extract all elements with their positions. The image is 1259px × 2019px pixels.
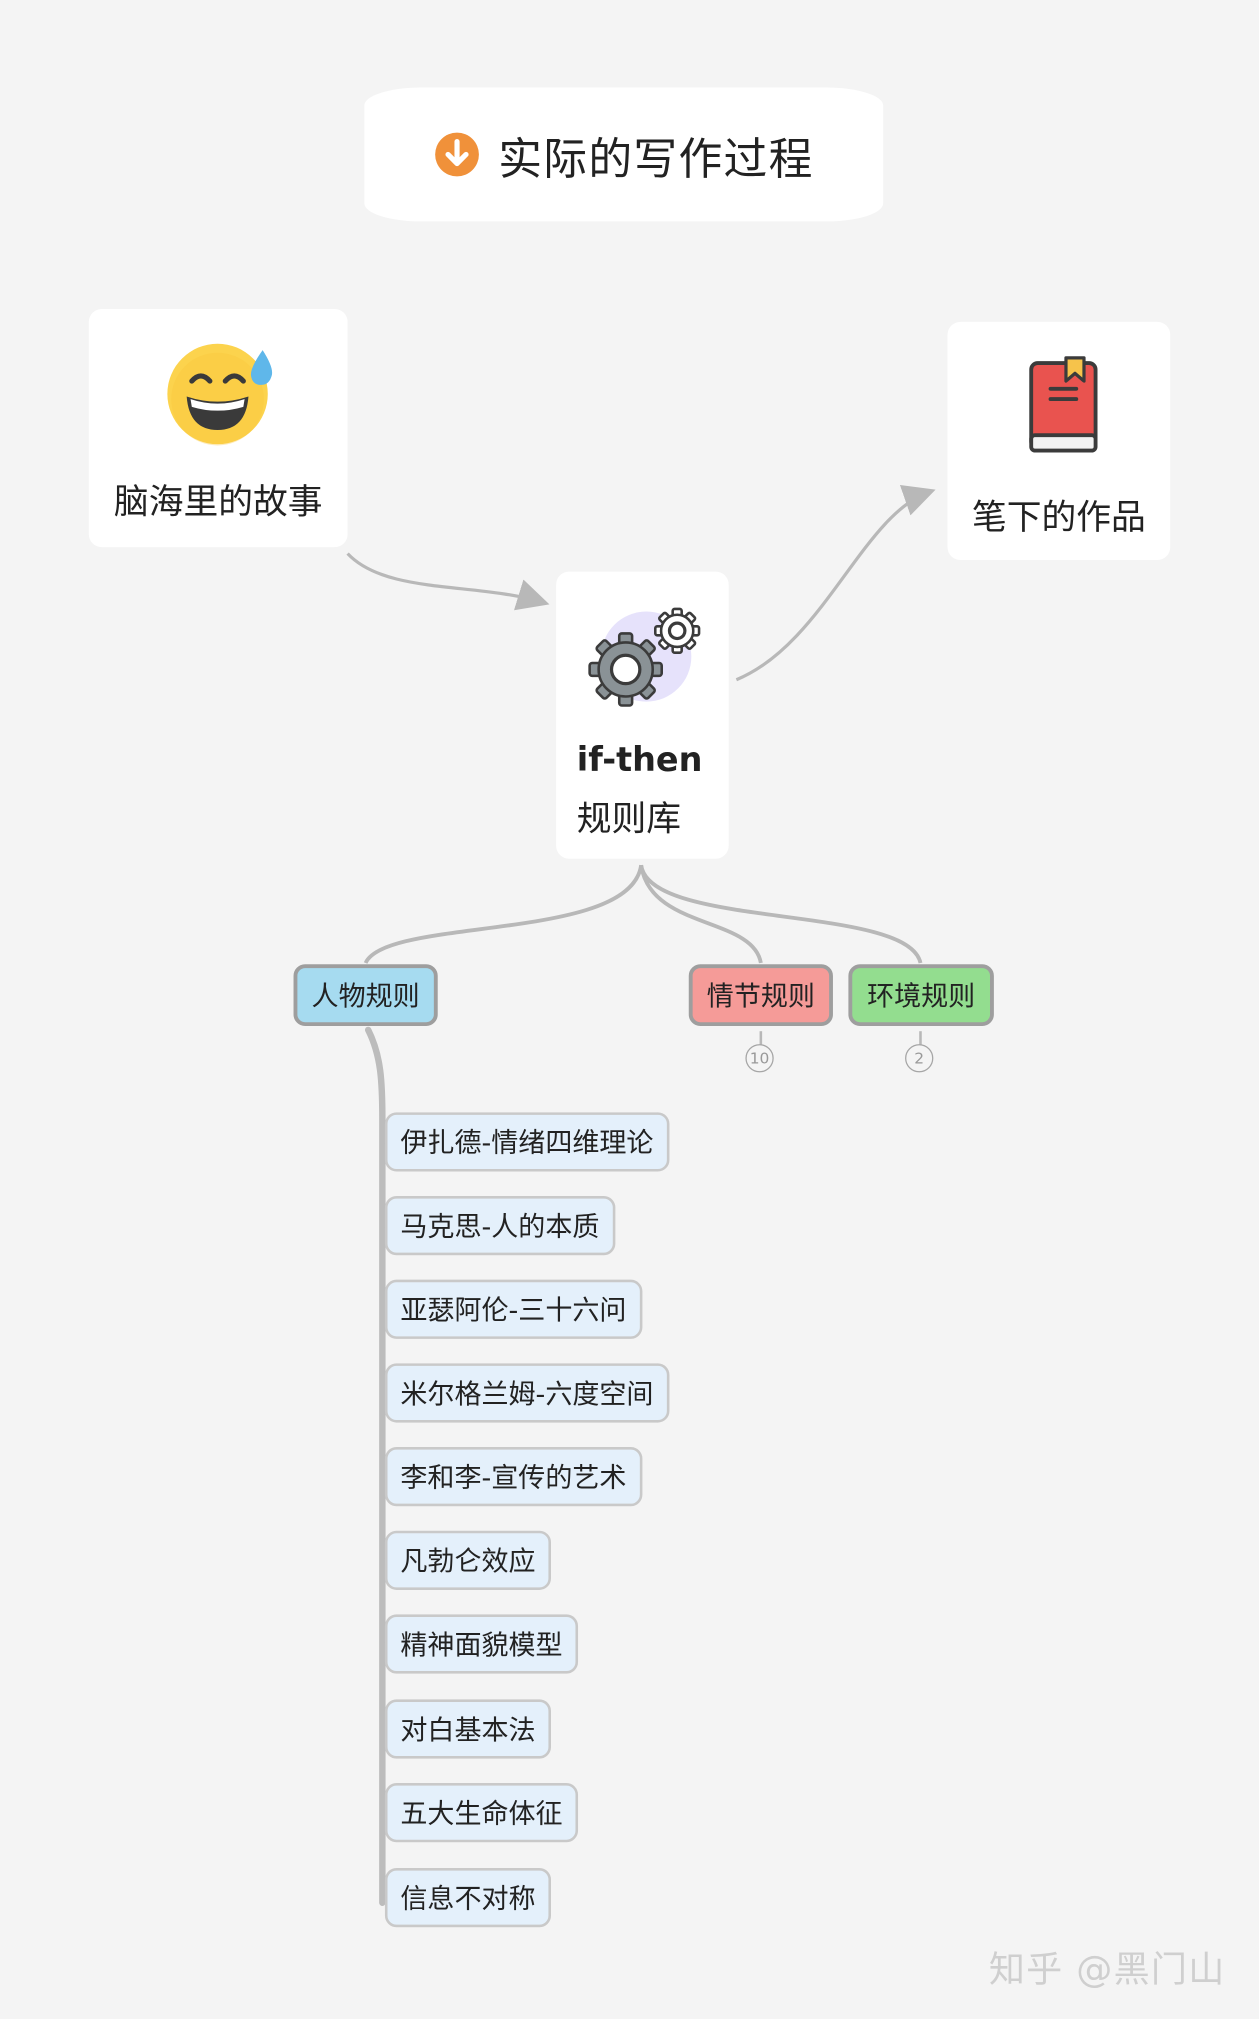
orange-down-arrow-icon xyxy=(435,132,479,177)
work-node[interactable]: 笔下的作品 xyxy=(947,321,1171,561)
branch-character xyxy=(363,864,644,964)
category-character-rules[interactable]: 人物规则 xyxy=(293,964,438,1027)
plot-collapsed-count-badge[interactable]: 10 xyxy=(745,1044,774,1073)
work-label: 笔下的作品 xyxy=(971,498,1146,539)
category-environment-rules[interactable]: 环境规则 xyxy=(848,964,994,1027)
character-rule-item[interactable]: 李和李-宣传的艺术 xyxy=(384,1447,642,1507)
character-rule-item[interactable]: 对白基本法 xyxy=(384,1699,552,1759)
character-rule-item[interactable]: 米尔格兰姆-六度空间 xyxy=(384,1363,669,1423)
character-rule-item[interactable]: 亚瑟阿伦-三十六问 xyxy=(384,1279,642,1339)
arrow-story-to-rules xyxy=(346,552,550,611)
watermark: 知乎 @黑门山 xyxy=(988,1947,1226,1991)
grinning-sweat-emoji-icon xyxy=(167,343,273,446)
story-label: 脑海里的故事 xyxy=(113,482,323,523)
branch-plot xyxy=(639,864,763,964)
story-node[interactable]: 脑海里的故事 xyxy=(88,308,348,548)
character-rule-item[interactable]: 伊扎德-情绪四维理论 xyxy=(384,1112,669,1172)
character-rule-item[interactable]: 马克思-人的本质 xyxy=(384,1195,615,1256)
character-rule-item[interactable]: 精神面貌模型 xyxy=(384,1614,579,1674)
arrow-rules-to-work xyxy=(735,485,936,682)
env-collapsed-count-badge[interactable]: 2 xyxy=(905,1044,934,1073)
character-rule-item[interactable]: 信息不对称 xyxy=(384,1868,552,1928)
title-box[interactable]: 实际的写作过程 xyxy=(364,87,884,222)
rules-label-line1: if-then xyxy=(576,741,703,781)
category-plot-rules[interactable]: 情节规则 xyxy=(688,964,833,1027)
character-rule-item[interactable]: 凡勃仑效应 xyxy=(384,1530,552,1590)
leaf-spine xyxy=(364,1026,386,1906)
red-book-icon xyxy=(1029,356,1098,453)
title-text: 实际的写作过程 xyxy=(498,133,814,185)
rules-node[interactable]: if-then 规则库 xyxy=(556,571,729,859)
character-rule-item[interactable]: 五大生命体征 xyxy=(384,1783,579,1843)
rules-label-line2: 规则库 xyxy=(576,799,682,840)
gears-icon xyxy=(588,607,701,707)
branch-environment xyxy=(639,864,923,964)
